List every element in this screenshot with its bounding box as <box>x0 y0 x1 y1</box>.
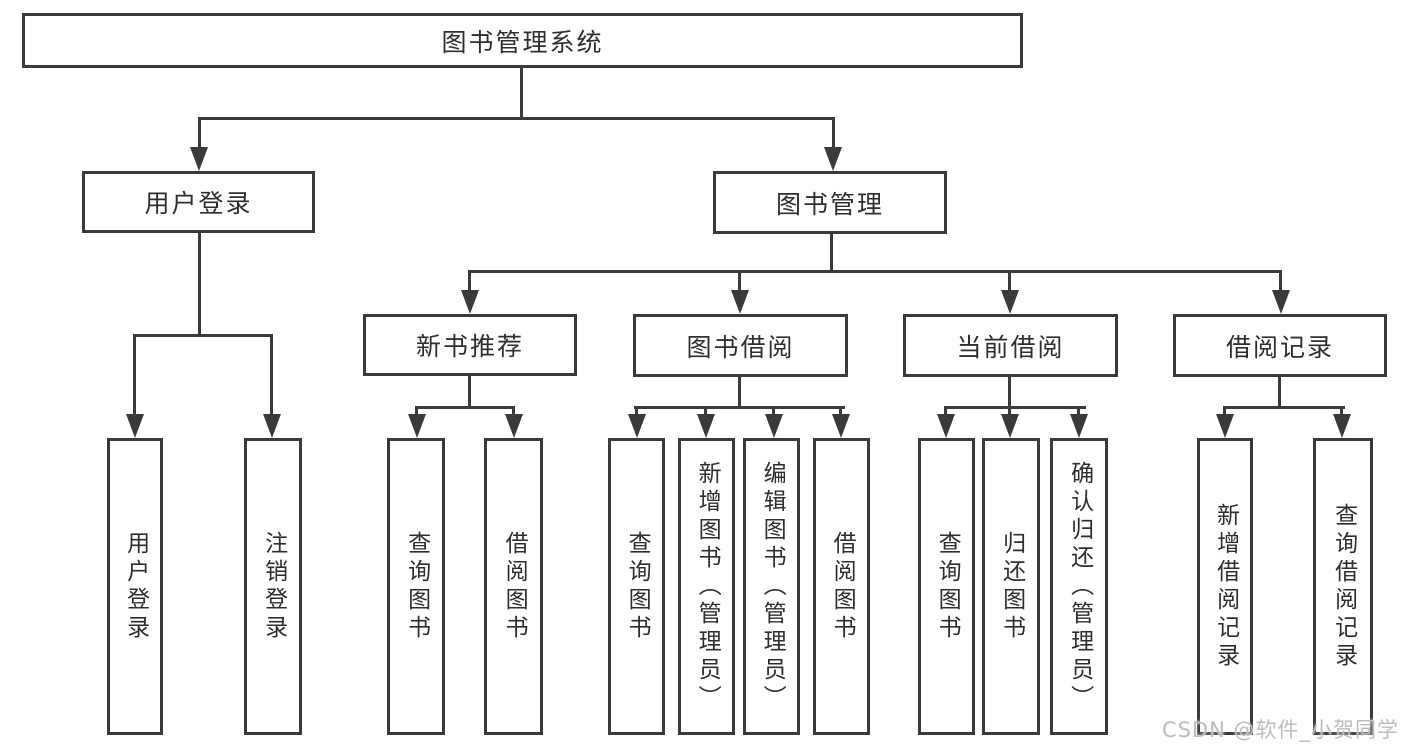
node-new-book-recommend: 新书推荐 <box>363 314 577 376</box>
connector-line <box>198 117 201 149</box>
leaf-recommend-query-books-label: 查询图书 <box>403 530 430 643</box>
node-user-login: 用户登录 <box>82 171 315 233</box>
arrow-down-icon <box>731 290 749 314</box>
connector-line <box>198 233 201 336</box>
node-borrow-records-label: 借阅记录 <box>1225 332 1334 362</box>
leaf-recommend-query-books: 查询图书 <box>387 438 445 735</box>
leaf-borrow-edit-books-admin: 编辑图书（管理员） <box>743 438 800 735</box>
connector-line <box>1278 377 1281 409</box>
arrow-down-icon <box>190 147 208 171</box>
leaf-current-query-books-label: 查询图书 <box>934 530 961 643</box>
connector-line <box>944 406 947 418</box>
leaf-records-add-record: 新增借阅记录 <box>1197 438 1253 735</box>
leaf-current-query-books: 查询图书 <box>918 438 975 735</box>
connector-line <box>738 377 741 409</box>
connector-line <box>415 406 515 409</box>
connector-line <box>1279 270 1282 292</box>
leaf-user-login-label: 用户登录 <box>122 530 149 643</box>
arrow-down-icon <box>408 414 426 438</box>
leaf-borrow-add-books-admin-label: 新增图书（管理员） <box>694 460 721 713</box>
leaf-current-confirm-return-admin: 确认归还（管理员） <box>1050 438 1108 735</box>
connector-line <box>634 406 845 409</box>
leaf-borrow-query-books: 查询图书 <box>608 438 665 735</box>
leaf-logout: 注销登录 <box>244 438 302 735</box>
connector-line <box>133 334 136 416</box>
node-new-book-recommend-label: 新书推荐 <box>415 332 524 361</box>
arrow-down-icon <box>505 414 523 438</box>
leaf-borrow-borrow-books-label: 借阅图书 <box>829 530 856 643</box>
connector-line <box>635 406 638 418</box>
connector-line <box>944 406 1086 409</box>
arrow-down-icon <box>263 414 281 438</box>
arrow-down-icon <box>697 414 715 438</box>
node-current-borrow: 当前借阅 <box>903 314 1118 377</box>
leaf-records-query-record: 查询借阅记录 <box>1313 438 1373 735</box>
leaf-recommend-borrow-books-label: 借阅图书 <box>501 530 528 643</box>
connector-line <box>133 334 273 337</box>
connector-line <box>512 406 515 418</box>
connector-line <box>1077 406 1080 418</box>
node-borrow-records: 借阅记录 <box>1173 314 1387 377</box>
leaf-borrow-add-books-admin: 新增图书（管理员） <box>678 438 735 735</box>
connector-line <box>1008 270 1011 292</box>
leaf-borrow-query-books-label: 查询图书 <box>624 530 651 643</box>
node-current-borrow-label: 当前借阅 <box>956 332 1065 362</box>
connector-line <box>468 376 471 409</box>
connector-line <box>1340 406 1343 418</box>
connector-line <box>270 334 273 416</box>
connector-line <box>1223 406 1345 409</box>
leaf-borrow-edit-books-admin-label: 编辑图书（管理员） <box>759 460 786 713</box>
connector-line <box>1223 406 1226 418</box>
connector-line <box>468 270 471 292</box>
arrow-down-icon <box>1216 414 1234 438</box>
node-book-management-label: 图书管理 <box>775 189 884 219</box>
arrow-down-icon <box>824 147 842 171</box>
arrow-down-icon <box>628 414 646 438</box>
arrow-down-icon <box>1001 414 1019 438</box>
connector-line <box>832 117 835 149</box>
connector-line <box>839 406 842 418</box>
arrow-down-icon <box>937 414 955 438</box>
connector-line <box>1008 406 1011 418</box>
connector-line <box>704 406 707 418</box>
leaf-logout-label: 注销登录 <box>260 530 287 643</box>
leaf-current-return-books-label: 归还图书 <box>998 530 1025 643</box>
arrow-down-icon <box>126 414 144 438</box>
arrow-down-icon <box>1001 290 1019 314</box>
arrow-down-icon <box>1070 414 1088 438</box>
node-book-management: 图书管理 <box>713 171 947 234</box>
arrow-down-icon <box>461 290 479 314</box>
connector-line <box>1008 377 1011 409</box>
watermark-text: CSDN @软件_小贺同学 <box>1161 718 1399 742</box>
node-book-borrow-label: 图书借阅 <box>686 332 795 362</box>
connector-line <box>415 406 418 418</box>
leaf-recommend-borrow-books: 借阅图书 <box>484 438 543 735</box>
connector-line <box>830 234 833 273</box>
leaf-current-return-books: 归还图书 <box>982 438 1040 735</box>
connector-line <box>468 270 1282 273</box>
leaf-user-login: 用户登录 <box>107 438 163 735</box>
arrow-down-icon <box>765 414 783 438</box>
connector-line <box>520 68 523 118</box>
connector-line <box>198 117 835 120</box>
node-book-borrow: 图书借阅 <box>633 314 848 377</box>
connector-line <box>772 406 775 418</box>
node-library-system-label: 图书管理系统 <box>441 27 604 57</box>
leaf-current-confirm-return-admin-label: 确认归还（管理员） <box>1066 460 1093 713</box>
leaf-records-add-record-label: 新增借阅记录 <box>1212 502 1239 671</box>
leaf-records-query-record-label: 查询借阅记录 <box>1330 502 1357 671</box>
node-user-login-label: 用户登录 <box>144 189 253 218</box>
node-library-system: 图书管理系统 <box>22 13 1023 68</box>
arrow-down-icon <box>832 414 850 438</box>
arrow-down-icon <box>1333 414 1351 438</box>
leaf-borrow-borrow-books: 借阅图书 <box>813 438 870 735</box>
arrow-down-icon <box>1272 290 1290 314</box>
connector-line <box>738 270 741 292</box>
